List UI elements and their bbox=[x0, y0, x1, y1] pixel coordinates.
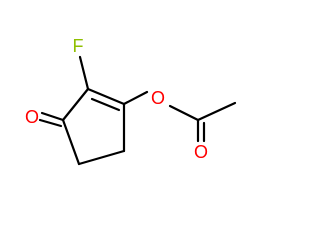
bond-c2-c3-double bbox=[90, 97, 121, 112]
bond-c1-o-ketone-b bbox=[38, 118, 63, 128]
bond-c1-o-ketone-a bbox=[40, 111, 65, 122]
bond-c2-f bbox=[78, 55, 90, 91]
bond-c4-c5 bbox=[77, 149, 126, 166]
atom-label-ketone-oxygen: O bbox=[25, 107, 39, 127]
atom-label-carbonyl-oxygen: O bbox=[194, 142, 208, 162]
atom-label-ester-oxygen: O bbox=[151, 88, 165, 108]
bond-c1-c2 bbox=[61, 87, 90, 122]
bond-c3-o-ester bbox=[122, 90, 149, 106]
bond-c2-c3 bbox=[86, 87, 126, 106]
bond-c5-c1 bbox=[61, 118, 81, 166]
chemical-structure-diagram: F O O O bbox=[25, 36, 237, 166]
bond-o-ester-carbonyl-c bbox=[168, 104, 200, 122]
atom-label-fluorine: F bbox=[73, 36, 84, 56]
bond-carbonyl-c-methyl bbox=[196, 101, 237, 122]
